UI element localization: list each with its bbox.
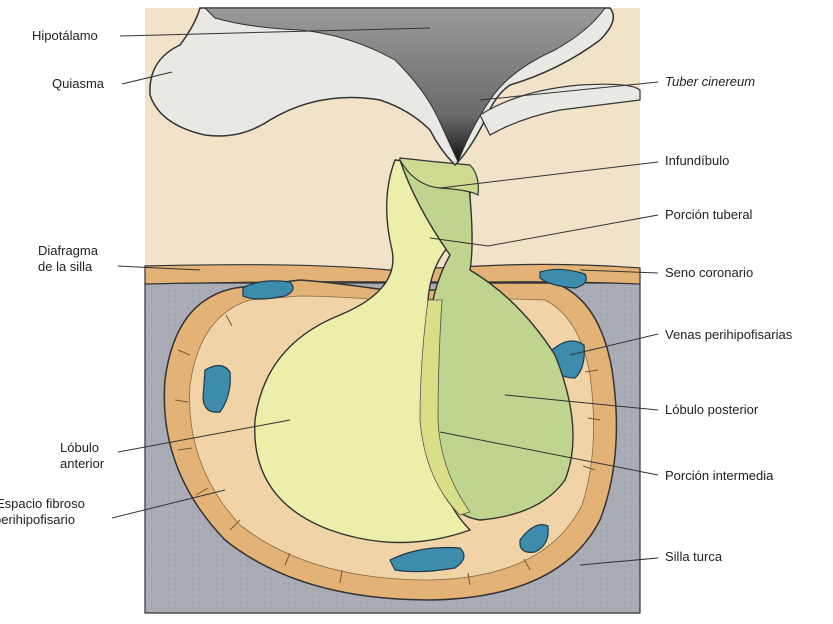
label-lobulo-anterior-1: Lóbulo <box>60 440 99 456</box>
label-espacio-2: perihipofisario <box>0 512 75 528</box>
label-porcion-tuberal: Porción tuberal <box>665 207 752 223</box>
label-lobulo-posterior: Lóbulo posterior <box>665 402 758 418</box>
label-lobulo-anterior-2: anterior <box>60 456 104 472</box>
label-diafragma-1: Diafragma <box>38 243 98 259</box>
label-hipotalamo: Hipotálamo <box>32 28 98 44</box>
label-diafragma-2: de la silla <box>38 259 92 275</box>
label-porcion-intermedia: Porción intermedia <box>665 468 773 484</box>
label-venas: Venas perihipofisarias <box>665 327 792 343</box>
label-quiasma: Quiasma <box>52 76 104 92</box>
label-silla-turca: Silla turca <box>665 549 722 565</box>
label-infundibulo: Infundíbulo <box>665 153 729 169</box>
label-seno-coronario: Seno coronario <box>665 265 753 281</box>
label-espacio-1: Espacio fibroso <box>0 496 85 512</box>
label-tuber-cinereum: Tuber cinereum <box>665 74 755 90</box>
